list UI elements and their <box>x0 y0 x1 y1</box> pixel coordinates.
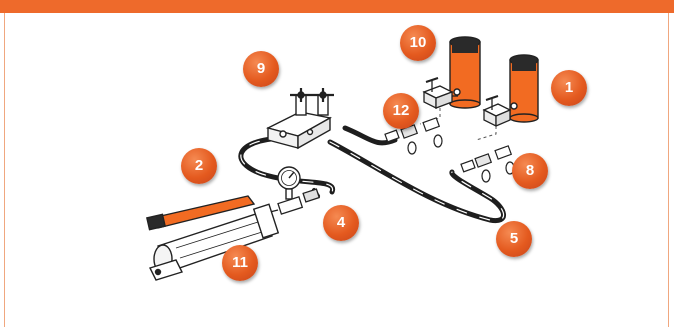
callout-11: 11 <box>222 245 258 281</box>
cylinder-1 <box>510 55 538 122</box>
hand-pump <box>147 196 278 280</box>
hose-manifold-to-cylinder <box>330 142 504 221</box>
callout-2: 2 <box>181 148 217 184</box>
pressure-gauge <box>278 167 300 199</box>
valve-8 <box>484 96 510 126</box>
couplers-lower <box>461 146 514 182</box>
callout-1: 1 <box>551 70 587 106</box>
coupler <box>270 189 319 214</box>
callout-4: 4 <box>323 205 359 241</box>
callout-5: 5 <box>496 221 532 257</box>
callout-8: 8 <box>512 153 548 189</box>
callout-10: 10 <box>400 25 436 61</box>
manifold <box>268 88 334 148</box>
callout-9: 9 <box>243 51 279 87</box>
cylinder-10 <box>450 37 480 108</box>
callout-12: 12 <box>383 93 419 129</box>
